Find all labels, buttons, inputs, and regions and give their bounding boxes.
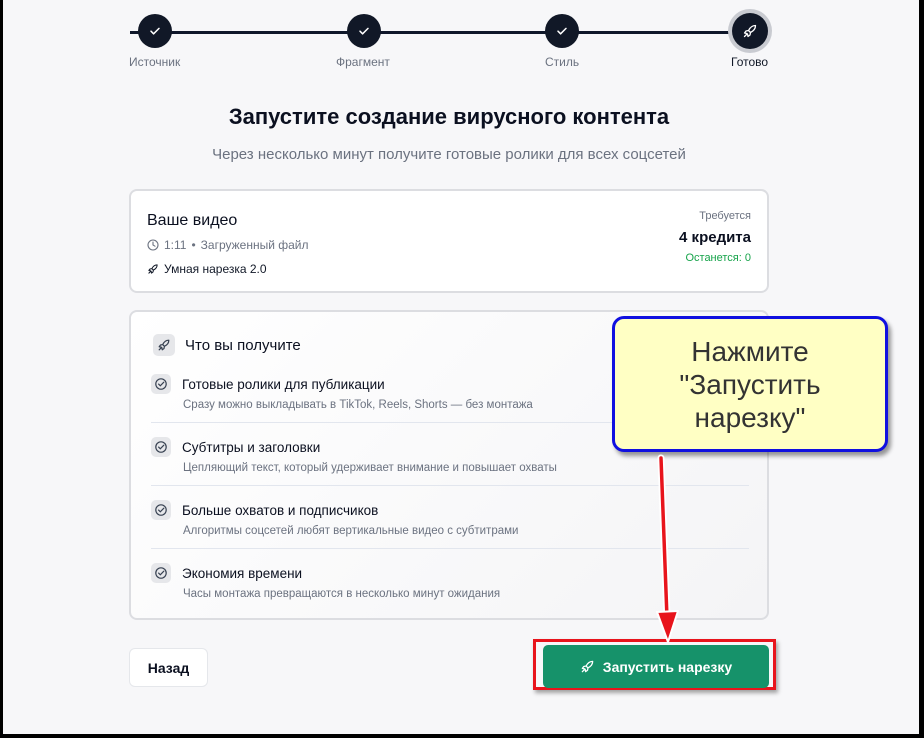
clock-icon: [147, 239, 159, 251]
video-source: Загруженный файл: [200, 238, 309, 252]
page-subtitle: Через несколько минут получите готовые р…: [212, 146, 686, 163]
step-label-source: Источник: [129, 55, 181, 69]
check-circle-icon: [151, 500, 171, 520]
check-circle-icon: [151, 374, 171, 394]
stepper-line: [130, 31, 768, 34]
check-circle-icon: [151, 563, 171, 583]
step-label-done: Готово: [731, 55, 769, 69]
check-icon: [150, 27, 160, 35]
step-fragment[interactable]: [347, 14, 381, 48]
check-icon: [359, 27, 369, 35]
check-circle-icon: [151, 437, 171, 457]
benefit-item: Больше охватов и подписчиков Алгоритмы с…: [151, 500, 749, 537]
video-title: Ваше видео: [147, 212, 238, 229]
start-cutting-label: Запустить нарезку: [602, 658, 733, 675]
callout-line: нарезку": [694, 401, 806, 433]
back-button[interactable]: Назад: [129, 648, 208, 687]
rocket-icon: [153, 334, 175, 356]
callout-line: "Запустить: [679, 368, 821, 400]
annotation-arrow-icon: [656, 454, 679, 643]
check-icon: [557, 27, 567, 35]
rocket-icon: [148, 264, 158, 274]
benefit-item: Субтитры и заголовки Цепляющий текст, ко…: [151, 437, 749, 474]
callout-line: Нажмите: [691, 335, 809, 367]
video-duration: 1:11: [164, 238, 187, 252]
rocket-icon: [743, 24, 757, 38]
cut-mode-label: Умная нарезка 2.0: [164, 262, 267, 276]
benefit-desc: Алгоритмы соцсетей любят вертикальные ви…: [183, 525, 519, 537]
meta-separator: •: [191, 238, 196, 252]
benefit-item: Готовые ролики для публикации Сразу можн…: [151, 374, 749, 411]
benefit-title: Готовые ролики для публикации: [182, 376, 385, 392]
page-title: Запустите создание вирусного контента: [228, 104, 670, 129]
step-label-fragment: Фрагмент: [336, 55, 390, 69]
step-done[interactable]: [732, 13, 768, 49]
divider: [151, 548, 749, 549]
benefits-heading: Что вы получите: [153, 334, 301, 356]
required-label: Требуется: [699, 210, 751, 222]
cut-mode: Умная нарезка 2.0: [147, 262, 267, 276]
benefit-desc: Часы монтажа превращаются в несколько ми…: [183, 588, 501, 600]
benefits-heading-text: Что вы получите: [185, 336, 301, 354]
start-cutting-button[interactable]: Запустить нарезку: [543, 645, 769, 688]
step-style[interactable]: [545, 14, 579, 48]
benefit-item: Экономия времени Часы монтажа превращают…: [151, 563, 749, 600]
rocket-icon: [581, 660, 594, 673]
benefit-desc: Сразу можно выкладывать в TikTok, Reels,…: [183, 399, 533, 411]
credits-remaining: Останется: 0: [685, 252, 751, 264]
highlight-box: [533, 639, 776, 690]
divider: [151, 422, 749, 423]
benefit-desc: Цепляющий текст, который удерживает вним…: [183, 462, 557, 474]
benefit-title: Субтитры и заголовки: [182, 439, 321, 455]
step-source[interactable]: [138, 14, 172, 48]
progress-stepper: Источник Фрагмент Стиль Готово: [0, 0, 924, 80]
benefit-title: Больше охватов и подписчиков: [182, 502, 379, 518]
step-label-style: Стиль: [545, 55, 580, 69]
video-summary-card: Ваше видео 1:11 • Загруженный файл Умная…: [129, 189, 769, 293]
credits-required: 4 кредита: [679, 229, 751, 246]
video-meta: 1:11 • Загруженный файл: [147, 238, 309, 252]
benefit-title: Экономия времени: [182, 565, 303, 581]
annotation-callout: Нажмите "Запустить нарезку": [612, 316, 888, 452]
divider: [151, 485, 749, 486]
